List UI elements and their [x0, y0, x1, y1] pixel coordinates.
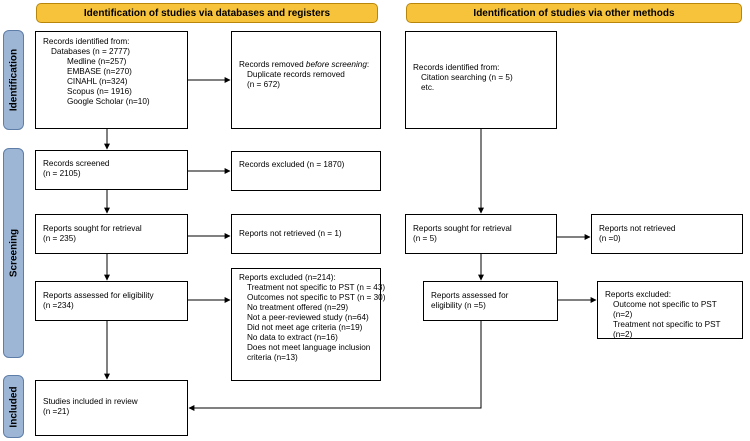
- reports-excluded-box: Reports excluded (n=214): Treatment not …: [231, 268, 386, 381]
- records-screened-label: Records screened: [43, 159, 110, 168]
- exclusion-reason: No treatment offered (n=29): [247, 303, 349, 312]
- records-removed-box: Records removed before screening: Duplic…: [231, 31, 381, 129]
- records-removed-title-italic: before screening: [305, 60, 367, 69]
- records-removed-title-end: :: [366, 60, 370, 69]
- records-identified-title: Records identified from:: [43, 37, 130, 46]
- duplicates-removed: Duplicate records removed: [247, 70, 345, 79]
- exclusion-reason: No data to extract (n=16): [247, 333, 338, 342]
- phase-included: Included: [3, 375, 24, 438]
- reports-sought-label: Reports sought for retrieval: [43, 224, 142, 233]
- records-excluded-box: Records excluded (n = 1870): [231, 151, 381, 191]
- records-removed-title: Records removed before screening:: [239, 60, 373, 70]
- arrow-other-to-included: [188, 321, 482, 411]
- reports-assessed-box: Reports assessed for eligibility (n =234…: [35, 281, 188, 321]
- database-item: Scopus (n= 1916): [67, 87, 132, 96]
- citation-searching: Citation searching (n = 5): [421, 73, 513, 82]
- records-identified-box: Records identified from: Databases (n = …: [35, 31, 188, 129]
- exclusion-reason: Did not meet age criteria (n=19): [247, 323, 363, 332]
- reports-sought-count: (n = 235): [43, 234, 76, 243]
- studies-included-box: Studies included in review (n =21): [35, 380, 188, 436]
- other-reports-not-retrieved-label: Reports not retrieved: [599, 224, 676, 233]
- database-item: CINAHL (n=324): [67, 77, 128, 86]
- records-screened-count: (n = 2105): [43, 169, 81, 178]
- other-reports-sought-label: Reports sought for retrieval: [413, 224, 512, 233]
- phase-identification: Identification: [3, 30, 24, 130]
- database-item: EMBASE (n=270): [67, 67, 132, 76]
- other-exclusion-reason: (n=2): [613, 330, 633, 339]
- database-item: Google Scholar (n=10): [67, 97, 150, 106]
- duplicates-count: (n = 672): [247, 80, 280, 89]
- exclusion-reason: Treatment not specific to PST (n = 43): [247, 283, 386, 292]
- other-records-identified-box: Records identified from: Citation search…: [405, 31, 557, 129]
- exclusion-reason: Does not meet language inclusion: [247, 343, 371, 352]
- exclusion-reason: Not a peer-reviewed study (n=64): [247, 313, 369, 322]
- other-reports-assessed-box: Reports assessed for eligibility (n =5): [423, 281, 558, 321]
- other-records-identified-title: Records identified from:: [413, 63, 500, 72]
- other-reports-excluded-title: Reports excluded:: [605, 290, 671, 299]
- other-exclusion-reason: (n=2): [613, 310, 633, 319]
- other-reports-not-retrieved-count: (n =0): [599, 234, 621, 243]
- header-other-methods: Identification of studies via other meth…: [406, 3, 742, 23]
- other-exclusion-reason: Treatment not specific to PST: [613, 320, 721, 329]
- reports-assessed-label: Reports assessed for eligibility: [43, 291, 154, 300]
- other-reports-sought-box: Reports sought for retrieval (n = 5): [405, 214, 557, 254]
- reports-excluded-title: Reports excluded (n=214):: [239, 273, 336, 282]
- reports-not-retrieved-box: Reports not retrieved (n = 1): [231, 214, 381, 254]
- records-screened-box: Records screened (n = 2105): [35, 150, 188, 190]
- header-databases: Identification of studies via databases …: [36, 3, 378, 23]
- other-reports-sought-count: (n = 5): [413, 234, 437, 243]
- reports-assessed-count: (n =234): [43, 301, 74, 310]
- studies-included-count: (n =21): [43, 407, 70, 416]
- reports-sought-box: Reports sought for retrieval (n = 235): [35, 214, 188, 254]
- other-reports-excluded-box: Reports excluded: Outcome not specific t…: [597, 281, 743, 339]
- exclusion-reason: Outcomes not specific to PST (n = 30): [247, 293, 386, 302]
- reports-not-retrieved-label: Reports not retrieved (n = 1): [239, 229, 342, 238]
- records-removed-title-plain: Records removed: [239, 60, 306, 69]
- other-reports-assessed-label: Reports assessed for: [431, 291, 509, 300]
- other-exclusion-reason: Outcome not specific to PST: [613, 300, 717, 309]
- other-etc: etc.: [421, 83, 435, 92]
- studies-included-label: Studies included in review: [43, 397, 138, 406]
- database-item: Medline (n=257): [67, 57, 127, 66]
- phase-screening: Screening: [3, 148, 24, 358]
- exclusion-reason: criteria (n=13): [247, 353, 298, 362]
- databases-count: Databases (n = 2777): [51, 47, 130, 56]
- other-reports-not-retrieved-box: Reports not retrieved (n =0): [591, 214, 743, 254]
- other-reports-assessed-count: eligibility (n =5): [431, 301, 486, 310]
- records-excluded-label: Records excluded (n = 1870): [239, 160, 345, 169]
